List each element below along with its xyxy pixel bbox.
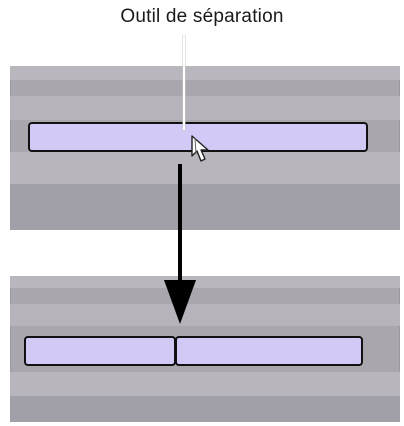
track-panel-before xyxy=(10,66,400,230)
track-stripe xyxy=(10,372,400,396)
track-panel-after xyxy=(10,276,400,422)
audio-region-left[interactable] xyxy=(24,336,176,366)
track-stripe xyxy=(10,184,400,230)
audio-region-right[interactable] xyxy=(175,336,363,366)
separator-cursor-icon xyxy=(190,134,218,171)
caption-pointer-line xyxy=(183,36,185,130)
track-stripe xyxy=(10,276,400,288)
down-arrow-icon xyxy=(158,160,202,335)
tool-caption: Outil de séparation xyxy=(120,6,284,27)
track-stripe xyxy=(10,66,400,80)
track-stripe xyxy=(10,396,400,422)
track-stripe xyxy=(10,96,400,120)
track-stripe xyxy=(10,304,400,326)
